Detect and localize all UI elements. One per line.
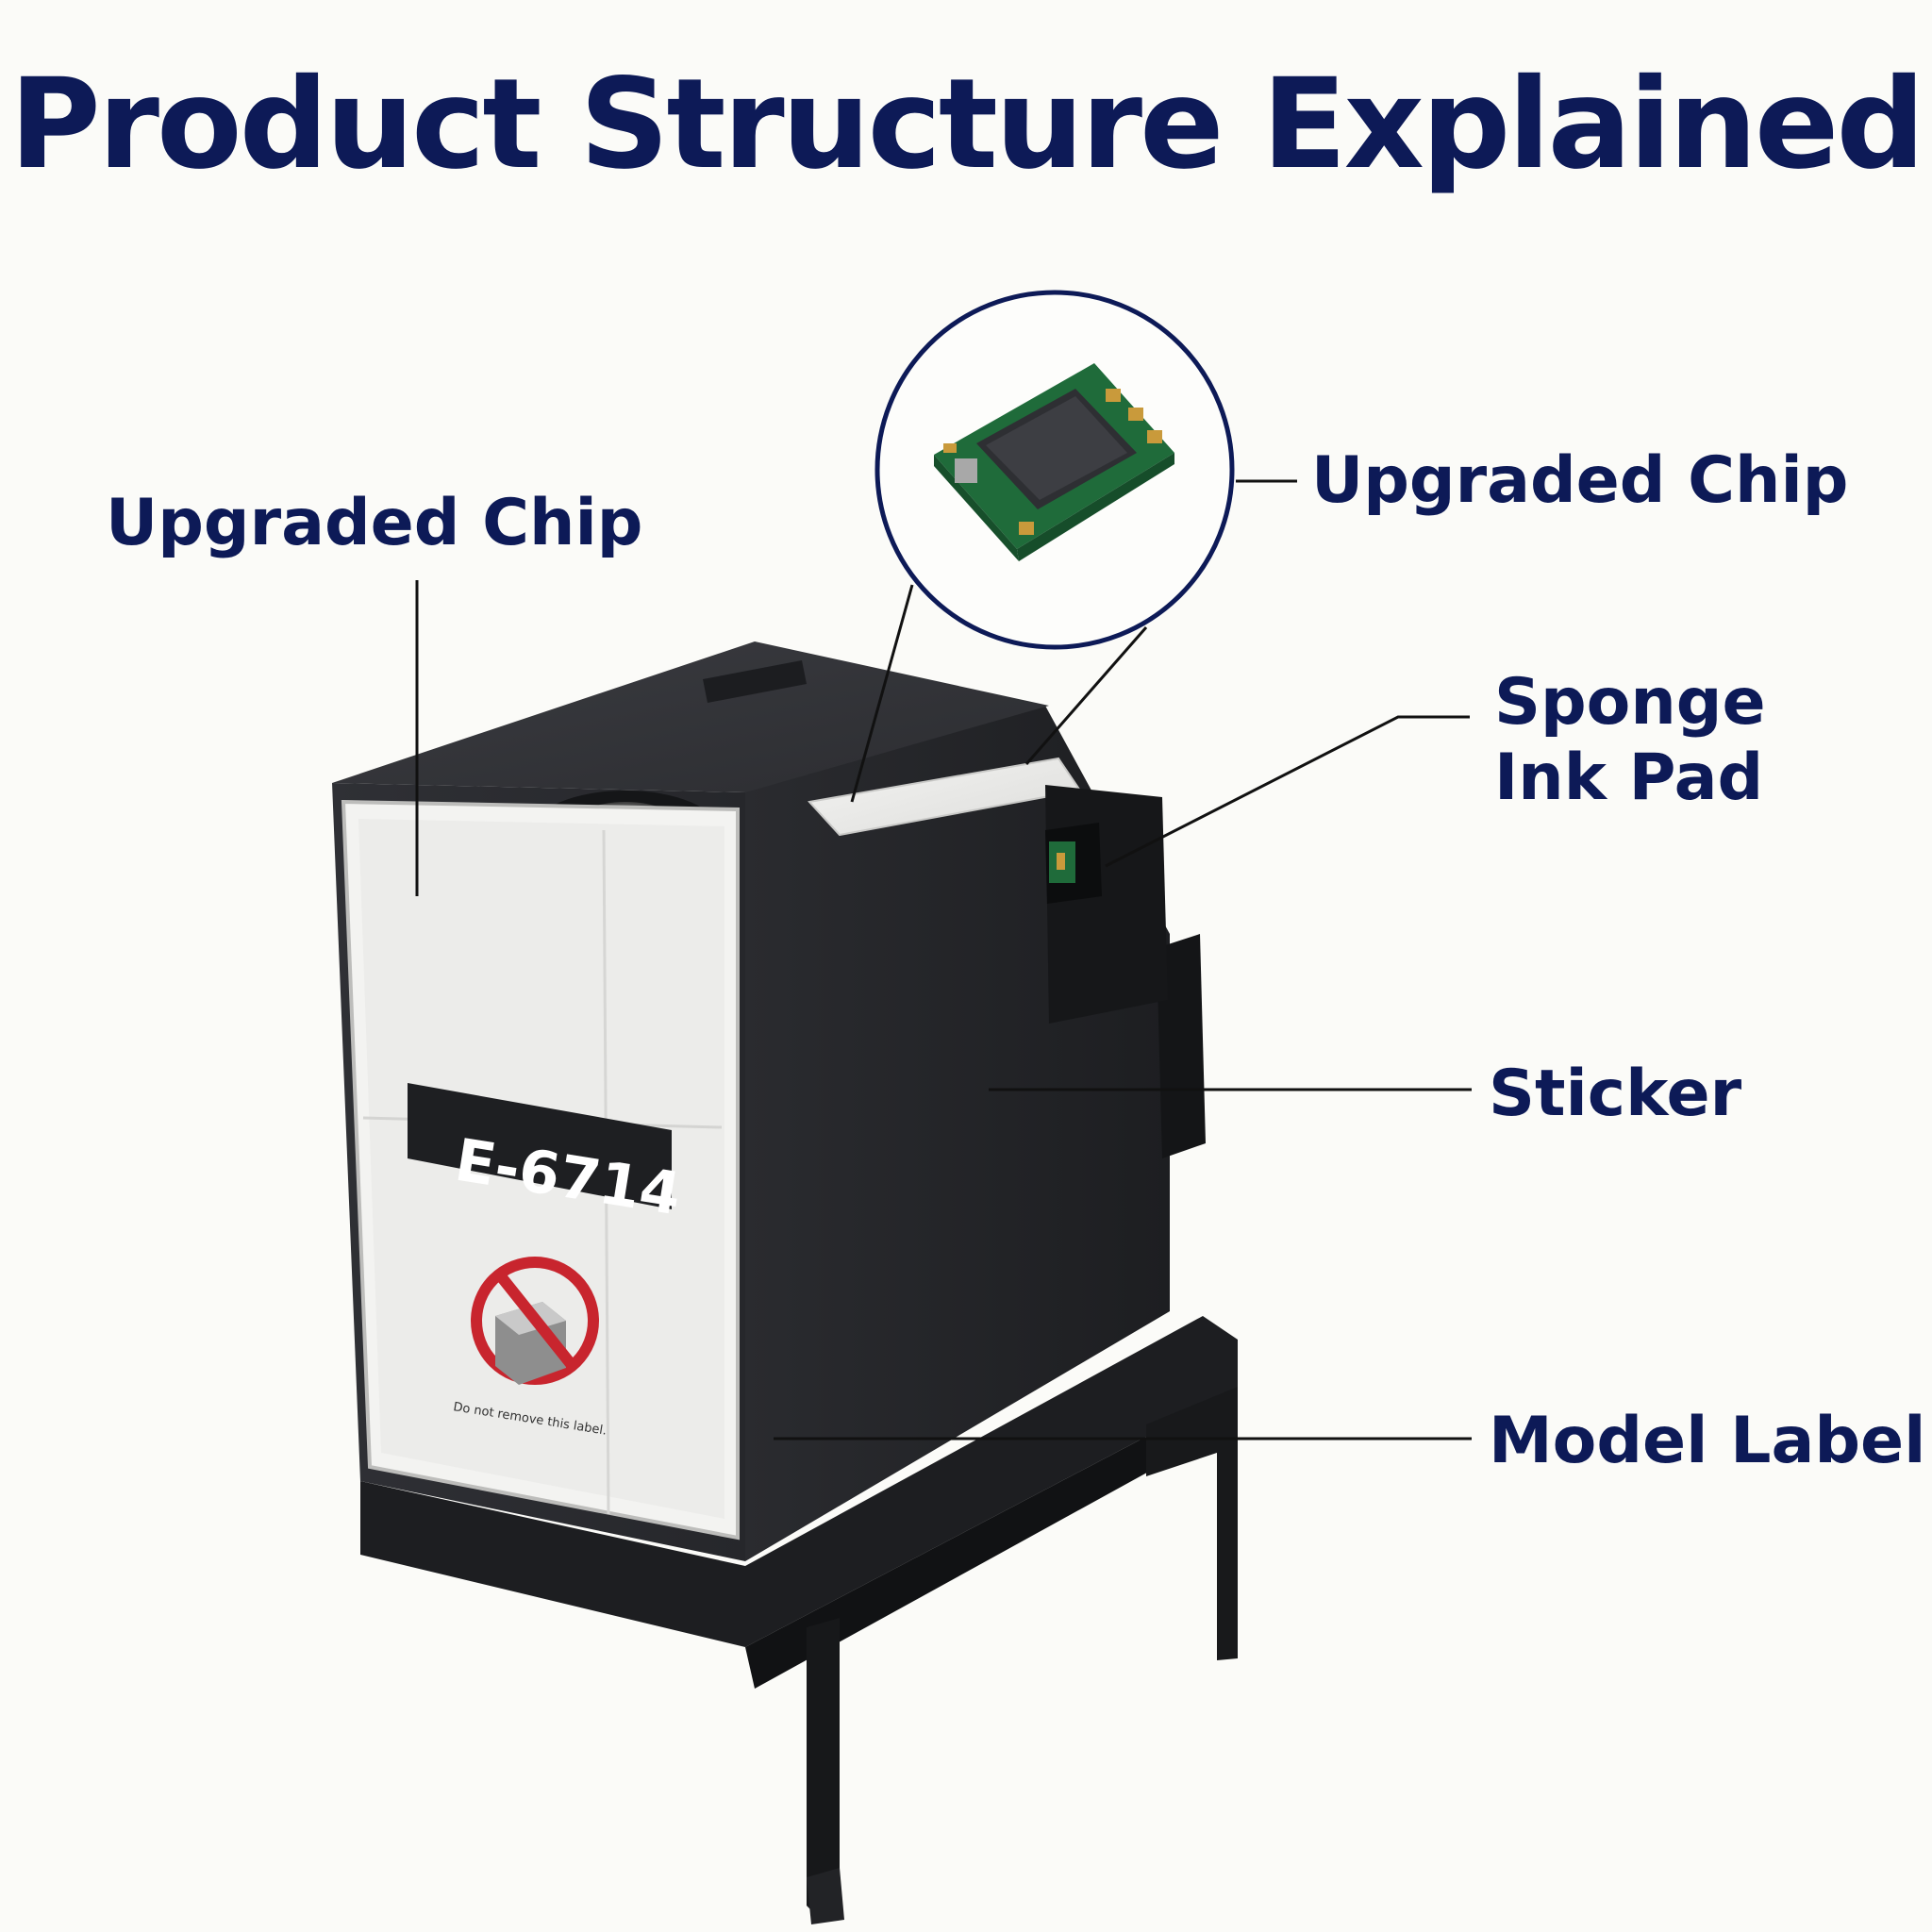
side-tab <box>1157 934 1206 1158</box>
callout-sponge-line1: Sponge <box>1494 665 1766 740</box>
callout-upgraded-chip-right: Upgraded Chip <box>1311 443 1849 518</box>
top-panel <box>332 641 1049 792</box>
base-rail <box>360 1316 1238 1924</box>
callout-sticker: Sticker <box>1489 1057 1742 1131</box>
chip-slot <box>1045 785 1168 1024</box>
page-title: Product Structure Explained <box>9 52 1925 197</box>
callout-sponge-line2: Ink Pad <box>1494 741 1764 816</box>
chip-zoom <box>874 290 1235 650</box>
leader-sponge <box>1105 715 1470 868</box>
leader-zoom-b <box>1024 626 1148 765</box>
callout-sponge-ink-pad: Sponge Ink Pad <box>1494 665 1766 816</box>
pcb-chip-icon <box>934 363 1174 561</box>
warning-icon <box>471 1257 599 1385</box>
callout-upgraded-chip-left: Upgraded Chip <box>106 486 643 560</box>
leader-zoom-a <box>850 584 914 803</box>
callout-model-label: Model Label <box>1489 1404 1926 1478</box>
